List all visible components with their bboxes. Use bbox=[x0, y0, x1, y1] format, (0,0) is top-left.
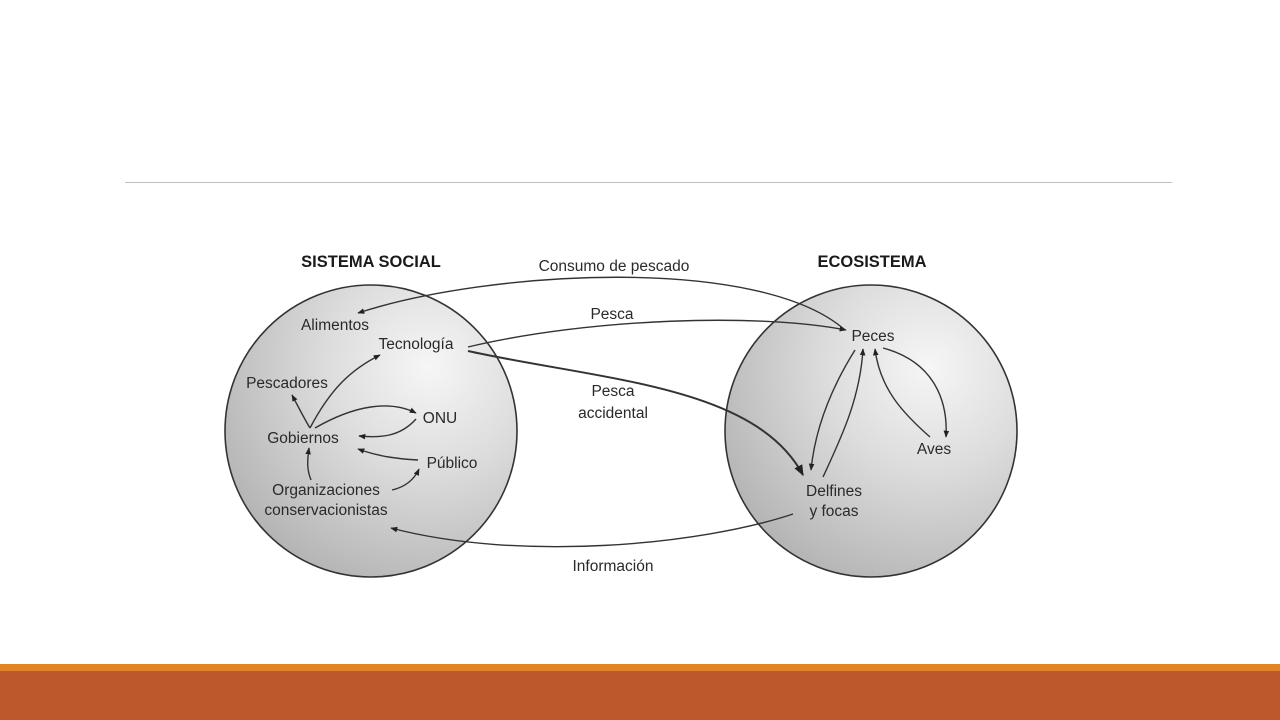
social-system-sphere bbox=[224, 284, 518, 578]
node-tecnologia: Tecnología bbox=[379, 336, 454, 353]
node-alimentos: Alimentos bbox=[301, 317, 369, 334]
flow-label-pesca: Pesca bbox=[590, 306, 633, 323]
node-organizaciones-line-1: Organizaciones bbox=[272, 482, 380, 499]
arrow-gobiernos-to-pescadores bbox=[291, 394, 311, 429]
ecosystem-title: ECOSISTEMA bbox=[817, 253, 926, 271]
arrow-organizaciones-to-gobiernos bbox=[305, 447, 312, 481]
ecosystem-sphere bbox=[724, 284, 1018, 578]
node-pescadores: Pescadores bbox=[246, 375, 328, 392]
flow-label-consumo: Consumo de pescado bbox=[539, 258, 690, 275]
node-onu: ONU bbox=[423, 410, 457, 427]
arrow-onu-to-gobiernos bbox=[358, 418, 417, 440]
arrow-consumo-de-pescado bbox=[357, 276, 846, 331]
social-system-title: SISTEMA SOCIAL bbox=[301, 253, 441, 271]
node-peces: Peces bbox=[851, 328, 894, 345]
flow-label-pesca-accidental-1: Pesca bbox=[591, 383, 634, 400]
arrow-peces-to-aves bbox=[882, 347, 950, 438]
node-aves: Aves bbox=[917, 441, 951, 458]
arrow-delfines-to-peces bbox=[822, 348, 866, 478]
arrow-gobiernos-to-onu bbox=[314, 405, 417, 429]
arrow-informacion bbox=[390, 513, 794, 548]
arrow-pesca bbox=[467, 319, 847, 348]
flow-label-pesca-accidental-2: accidental bbox=[578, 405, 648, 422]
node-delfines-line-1: Delfines bbox=[806, 483, 862, 500]
arrow-aves-to-peces bbox=[872, 348, 931, 438]
arrow-gobiernos-to-tecnologia bbox=[309, 354, 381, 429]
footer-band bbox=[0, 671, 1280, 720]
arrow-publico-to-gobiernos bbox=[357, 448, 419, 461]
flow-label-informacion: Información bbox=[573, 558, 654, 575]
node-publico: Público bbox=[427, 455, 478, 472]
node-organizaciones-line-2: conservacionistas bbox=[264, 502, 387, 519]
title-divider-line bbox=[125, 182, 1172, 183]
arrow-organizaciones-to-publico bbox=[391, 468, 420, 491]
arrow-pesca-accidental bbox=[467, 350, 804, 476]
node-delfines-line-2: y focas bbox=[809, 503, 858, 520]
footer-accent-stripe bbox=[0, 664, 1280, 671]
node-gobiernos: Gobiernos bbox=[267, 430, 339, 447]
arrow-peces-to-delfines bbox=[808, 349, 856, 471]
